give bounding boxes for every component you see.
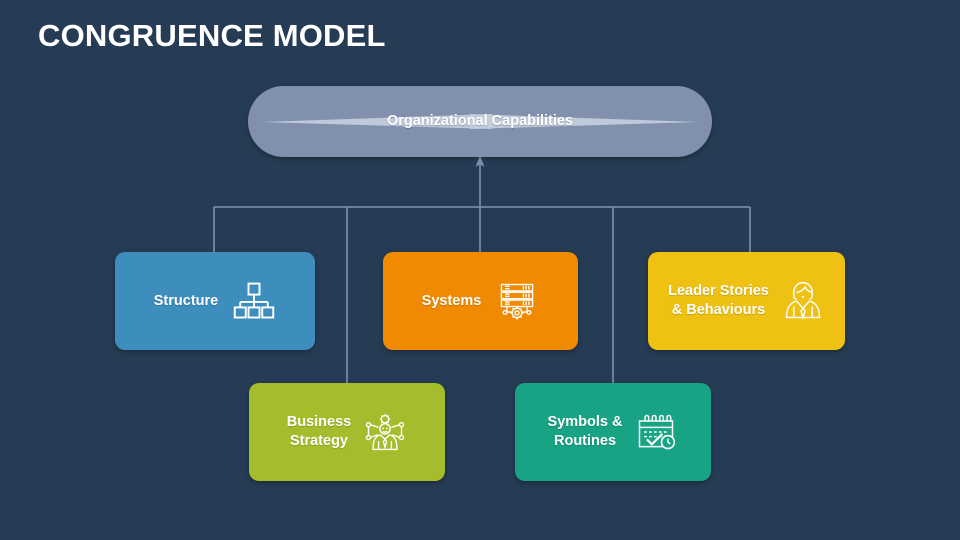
node-structure-label: Structure — [153, 292, 219, 309]
person-gear-network-icon — [363, 410, 407, 454]
node-business-strategy[interactable]: Business Strategy — [249, 383, 445, 481]
node-structure[interactable]: Structure — [115, 252, 315, 350]
capsule-arrow-decoration — [262, 114, 698, 129]
calendar-check-clock-icon — [634, 410, 678, 454]
org-chart-icon — [232, 279, 276, 323]
node-systems-label: Systems — [421, 292, 482, 309]
businessperson-icon — [781, 279, 825, 323]
server-gear-icon — [495, 279, 539, 323]
organizational-capabilities-capsule[interactable]: Organizational Capabilities — [248, 86, 712, 157]
node-symbols-routines-label: Symbols & Routines — [547, 414, 623, 449]
node-business-strategy-label: Business Strategy — [286, 414, 352, 449]
capsule-label: Organizational Capabilities — [386, 112, 574, 129]
page-title: CONGRUENCE MODEL — [38, 18, 386, 53]
node-symbols-routines[interactable]: Symbols & Routines — [515, 383, 711, 481]
node-leader-stories-label: Leader Stories & Behaviours — [668, 283, 769, 318]
node-leader-stories[interactable]: Leader Stories & Behaviours — [648, 252, 845, 350]
node-systems[interactable]: Systems — [383, 252, 578, 350]
